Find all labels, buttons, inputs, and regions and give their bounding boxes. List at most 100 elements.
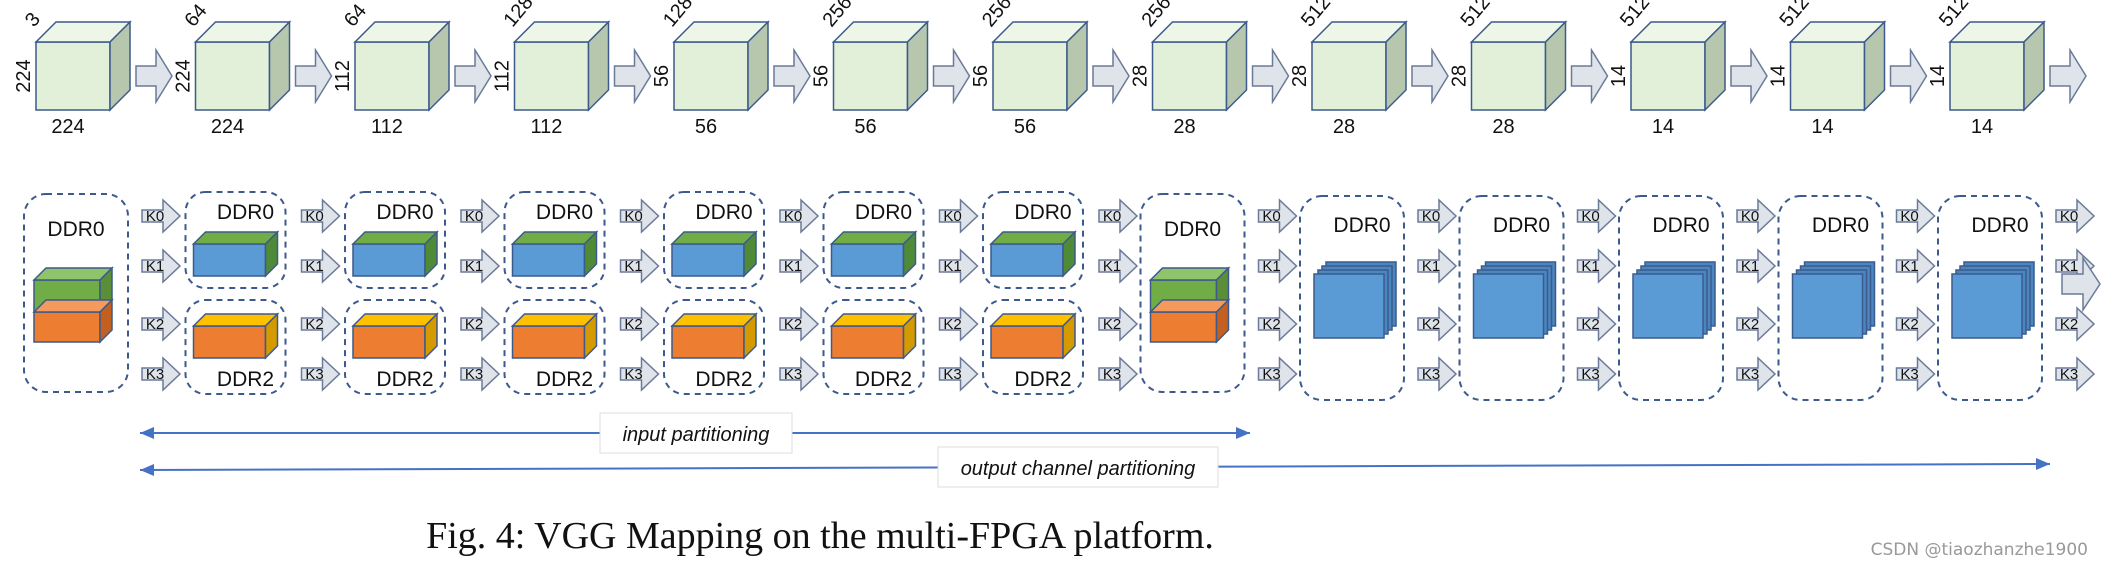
kernel-label-12-0: K0 bbox=[2060, 208, 2078, 225]
kernel-arrow-12-k3: K3 bbox=[2055, 356, 2096, 392]
kernel-arrow-shape-7-0 bbox=[1257, 198, 1298, 234]
layer-cube-7 bbox=[1150, 20, 1249, 112]
kernel-label-4-1: K1 bbox=[784, 258, 802, 275]
stage-blue-block-3-front bbox=[511, 243, 586, 277]
stage-ddr0-label-6: DDR0 bbox=[1014, 201, 1071, 224]
layer-cube-4-side bbox=[747, 20, 769, 112]
stage-orange-block-5-front bbox=[830, 325, 905, 359]
stage-blue-block-5-front bbox=[830, 243, 905, 277]
stage-orange-block-3-side bbox=[583, 312, 598, 360]
stage-orange-block-6-front bbox=[990, 325, 1064, 359]
kernel-arrow-shape-2-2 bbox=[460, 306, 501, 342]
layer-height-label-9: 28 bbox=[1449, 65, 1471, 87]
kernel-arrow-4-k1: K1 bbox=[779, 248, 820, 284]
partition-lines: input partitioning output channel partit… bbox=[139, 412, 2051, 488]
kernel-arrow-shape-9-2 bbox=[1576, 306, 1617, 342]
kernel-arrow-3-k1: K1 bbox=[619, 248, 660, 284]
kernel-arrow-9-k2: K2 bbox=[1576, 306, 1617, 342]
kernel-arrow-shape-3-0 bbox=[619, 198, 660, 234]
layer-depth-label-1: 64 bbox=[180, 0, 211, 31]
kernel-label-1-0: K0 bbox=[305, 208, 323, 225]
kernel-label-1-3: K3 bbox=[305, 366, 323, 383]
output-partition-arrowhead-right bbox=[2036, 458, 2050, 470]
kernel-arrow-shape-9-3 bbox=[1576, 356, 1617, 392]
kernel-label-2-3: K3 bbox=[465, 366, 483, 383]
kernel-arrow-7-k1: K1 bbox=[1257, 248, 1298, 284]
kernel-label-12-1: K1 bbox=[2060, 258, 2078, 275]
stage-ddr0-label-5: DDR0 bbox=[855, 201, 912, 224]
kernel-label-4-3: K3 bbox=[784, 366, 802, 383]
layer-cube-12-front bbox=[1949, 41, 2025, 111]
kernel-arrow-10-k0: K0 bbox=[1736, 198, 1777, 234]
stage-orange-block-4-top bbox=[670, 313, 758, 327]
kernel-arrow-11-k3: K3 bbox=[1895, 356, 1936, 392]
stage-orange-block-2 bbox=[351, 312, 439, 360]
layer-width-label-5: 56 bbox=[854, 116, 876, 138]
stage-ddr0-label-11: DDR0 bbox=[1812, 214, 1869, 237]
stage-blue-block-3 bbox=[510, 230, 599, 278]
kernel-arrow-shape-2-1 bbox=[460, 248, 501, 284]
layer-cube-0-front bbox=[35, 41, 111, 111]
stage-panel-12 bbox=[1937, 195, 2043, 401]
layer-width-label-3: 112 bbox=[531, 116, 563, 138]
kernel-label-7-3: K3 bbox=[1262, 366, 1280, 383]
stage-blue-block-1-top bbox=[191, 231, 280, 245]
layer-cube-9-side bbox=[1544, 20, 1567, 112]
stage-ddr0-label-7: DDR0 bbox=[1164, 218, 1221, 241]
kernel-label-3-2: K2 bbox=[624, 316, 642, 333]
layer-cube-11-front bbox=[1789, 41, 1866, 111]
stage-orange-block-7-side bbox=[1215, 298, 1230, 344]
kernel-arrow-8-k3: K3 bbox=[1417, 356, 1458, 392]
stage-blue-block-1-side bbox=[264, 230, 279, 278]
layer-cube-5-side bbox=[906, 20, 929, 112]
kernel-arrow-0-k1: K1 bbox=[141, 248, 182, 284]
layer-cube-1-side bbox=[268, 20, 291, 112]
output-partition-arrowhead-left bbox=[140, 464, 154, 476]
kernel-arrow-3-k0: K0 bbox=[619, 198, 660, 234]
kernel-label-3-1: K1 bbox=[624, 258, 642, 275]
kernel-label-5-3: K3 bbox=[943, 366, 961, 383]
kernel-label-10-3: K3 bbox=[1741, 366, 1759, 383]
kernel-arrow-shape-1-1 bbox=[300, 248, 341, 284]
watermark: CSDN @tiaozhanzhe1900 bbox=[1871, 540, 2088, 560]
stage-blue-block-2-side bbox=[424, 230, 438, 278]
stage-orange-block-0-front bbox=[33, 311, 101, 343]
stage-panel-top-1 bbox=[184, 191, 287, 289]
layer-height-label-0: 224 bbox=[13, 59, 35, 92]
fpga-mapping-row: DDR0K0K1K2K3DDR0DDR2K0K1K2K3DDR0DDR2K0K1… bbox=[23, 191, 2101, 401]
kernel-label-6-2: K2 bbox=[1103, 316, 1121, 333]
kernel-arrow-1-k2: K2 bbox=[300, 306, 341, 342]
kernel-arrow-shape-10-3 bbox=[1736, 356, 1777, 392]
stage-panel-7 bbox=[1139, 193, 1246, 393]
kernel-arrow-shape-1-3 bbox=[300, 356, 341, 392]
layer-height-label-8: 28 bbox=[1289, 65, 1311, 87]
kernel-arrow-1-k1: K1 bbox=[300, 248, 341, 284]
layer-cube-12-side bbox=[2023, 20, 2045, 112]
stage-panel-10 bbox=[1618, 195, 1724, 401]
layer-arrow-1 bbox=[294, 47, 333, 105]
kernel-arrow-1-k0: K0 bbox=[300, 198, 341, 234]
layer-height-label-6: 56 bbox=[970, 65, 992, 87]
layer-width-label-8: 28 bbox=[1333, 116, 1355, 138]
stage-orange-block-2-front bbox=[352, 325, 426, 359]
kernel-label-0-0: K0 bbox=[146, 208, 164, 225]
layer-arrow-3 bbox=[613, 47, 652, 105]
layer-arrow-10 bbox=[1730, 47, 1768, 105]
kernel-arrow-1-k3: K3 bbox=[300, 356, 341, 392]
kernel-arrow-shape-8-3 bbox=[1417, 356, 1458, 392]
layer-cube-3-front bbox=[513, 41, 590, 111]
kernel-arrow-shape-11-3 bbox=[1895, 356, 1936, 392]
stage-ddr0-label-9: DDR0 bbox=[1493, 214, 1550, 237]
stage-orange-block-0 bbox=[32, 298, 114, 344]
kernel-arrow-5-k2: K2 bbox=[938, 306, 979, 342]
stage-orange-block-4-front bbox=[671, 325, 745, 359]
kernel-arrow-10-k1: K1 bbox=[1736, 248, 1777, 284]
stage-blue-block-2-front bbox=[352, 243, 426, 277]
stage-blue-block-4-side bbox=[743, 230, 757, 278]
